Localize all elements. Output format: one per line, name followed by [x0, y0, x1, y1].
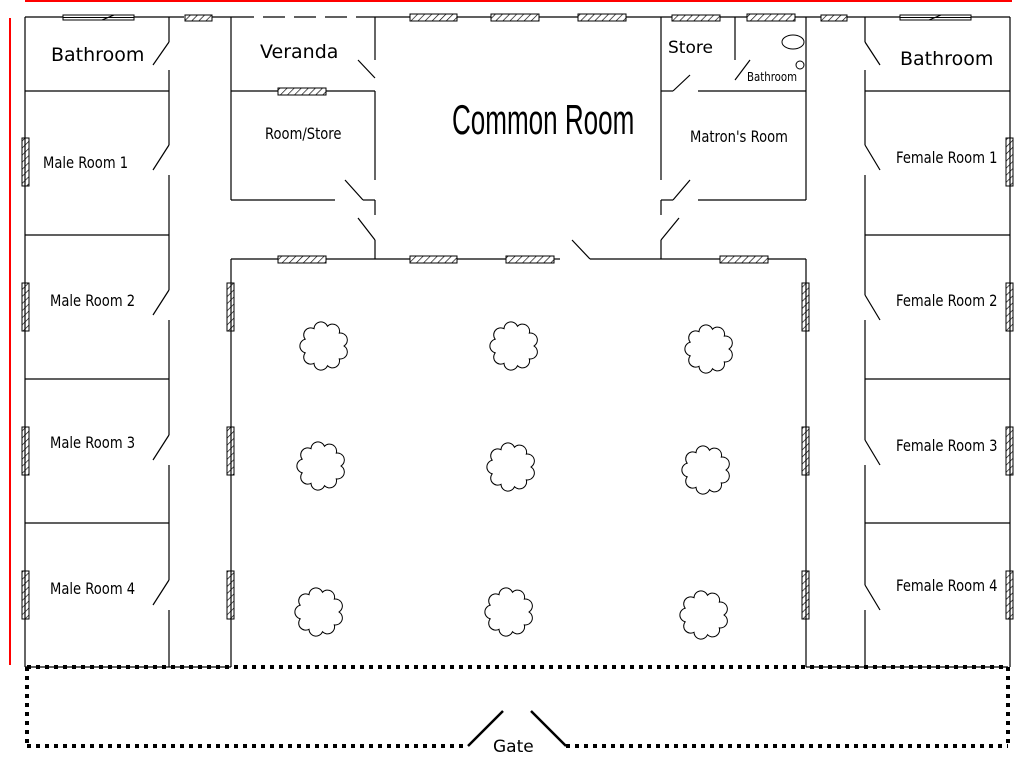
gate-doors	[467, 710, 567, 747]
sink-icon	[795, 60, 805, 70]
bathroom-right-label: Bathroom	[900, 48, 994, 70]
female-room-4-label: Female Room 4	[896, 576, 998, 595]
tree-icon	[294, 587, 343, 637]
tree-icon	[299, 321, 348, 371]
site-boundary	[9, 0, 1012, 665]
tree-icon	[296, 441, 345, 491]
male-room-4-label: Male Room 4	[50, 579, 136, 598]
common-room-label: Common Room	[452, 96, 635, 143]
store-label: Store	[668, 38, 713, 58]
door-icon	[152, 41, 881, 611]
tree-icon	[486, 442, 535, 492]
male-room-1-label: Male Room 1	[43, 153, 129, 172]
room-store-label: Room/Store	[265, 124, 342, 143]
tree-icon	[684, 324, 733, 374]
male-room-3-label: Male Room 3	[50, 433, 136, 452]
female-room-3-label: Female Room 3	[896, 436, 998, 455]
matrons-room-label: Matron's Room	[690, 127, 788, 146]
male-room-2-label: Male Room 2	[50, 291, 136, 310]
tree-icon	[484, 587, 533, 637]
female-room-1-label: Female Room 1	[896, 148, 998, 167]
gate-fence	[25, 665, 1010, 748]
bathroom-small-label: Bathroom	[747, 70, 798, 84]
gate-label: Gate	[493, 737, 534, 757]
window-glazing	[63, 14, 971, 21]
veranda-label: Veranda	[260, 41, 339, 63]
tree-icon	[681, 445, 730, 495]
female-room-2-label: Female Room 2	[896, 291, 998, 310]
trees	[294, 321, 733, 640]
bathroom-left-label: Bathroom	[51, 44, 145, 66]
tree-icon	[489, 321, 538, 371]
toilet-icon	[781, 34, 805, 50]
tree-icon	[679, 590, 728, 640]
